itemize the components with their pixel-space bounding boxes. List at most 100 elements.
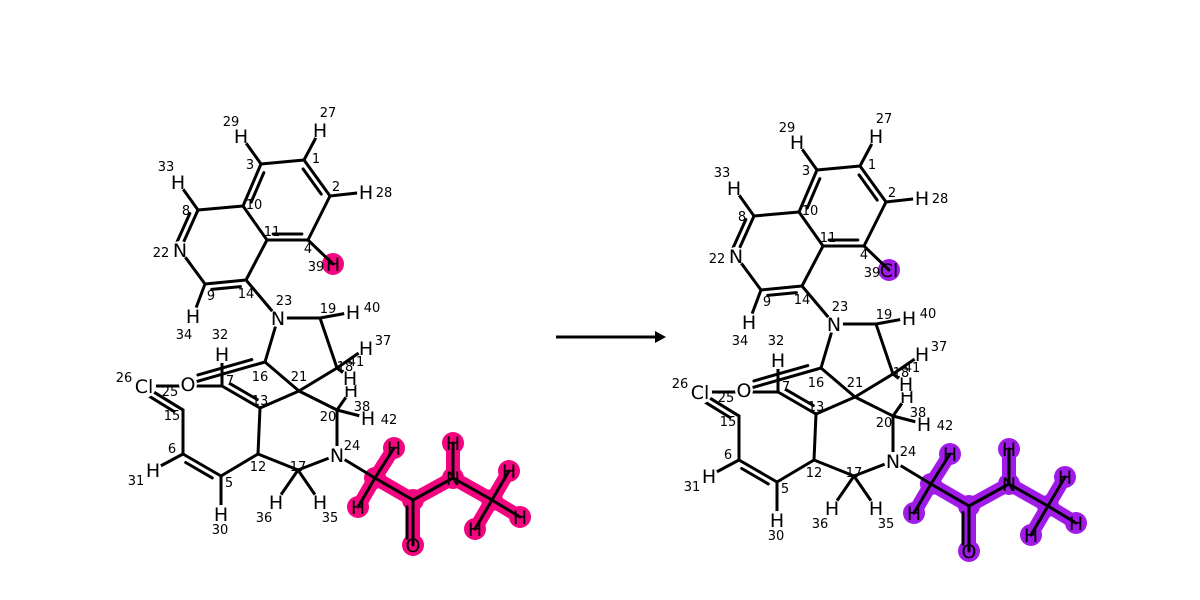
- bond: [862, 244, 891, 272]
- atom-index: 39: [864, 266, 881, 281]
- label-plate: [232, 127, 250, 145]
- bond: [256, 452, 300, 472]
- atom-label-h: H: [346, 302, 360, 324]
- atom-label-o: O: [406, 535, 421, 557]
- atom-label-h: H: [943, 444, 957, 466]
- bond: [490, 469, 511, 502]
- label-plate: [725, 179, 743, 197]
- atom-label-o: O: [181, 374, 196, 396]
- bond: [490, 498, 522, 519]
- atom-index: 16: [252, 370, 269, 385]
- atom-index: 24: [900, 445, 917, 460]
- atom-label-h: H: [1058, 467, 1072, 489]
- atom-label-h: H: [171, 172, 185, 194]
- label-plate: [311, 121, 329, 139]
- bond: [853, 395, 895, 418]
- atom-label-h: H: [790, 132, 804, 154]
- bond-double: [740, 466, 770, 486]
- bond: [776, 390, 818, 416]
- label-plate: [823, 499, 841, 517]
- atom-index: 2: [888, 186, 896, 201]
- atom-label-h: H: [313, 492, 327, 514]
- label-plate: [171, 241, 189, 259]
- atom-index: 32: [212, 328, 229, 343]
- atom-index: 23: [276, 294, 293, 309]
- label-plate: [357, 183, 375, 201]
- atom-label-h: H: [361, 408, 375, 430]
- label-plate: [267, 493, 285, 511]
- label-plate: [311, 493, 329, 511]
- atom-label-h: H: [1069, 513, 1083, 535]
- bond: [752, 210, 801, 218]
- atom-label-h: H: [186, 306, 200, 328]
- atom-index: 20: [876, 416, 893, 431]
- atom-label-h: H: [1024, 525, 1038, 547]
- atom-label-h: H: [313, 120, 327, 142]
- atom-index: 13: [252, 394, 269, 409]
- bond: [912, 482, 933, 515]
- atom-index: 37: [375, 334, 392, 349]
- label-plate: [357, 339, 375, 357]
- bond: [219, 452, 260, 478]
- atom-index: 34: [732, 334, 749, 349]
- bond: [797, 168, 819, 214]
- label-plate: [867, 499, 885, 517]
- bond-double: [701, 399, 732, 420]
- atom-label-h: H: [1002, 439, 1016, 461]
- atom-label-h: H: [727, 178, 741, 200]
- bond-double: [805, 177, 822, 210]
- bond: [853, 372, 895, 399]
- atom-label-n: N: [729, 246, 743, 268]
- atom-index: 12: [250, 460, 267, 475]
- atom-index: 36: [812, 517, 829, 532]
- atom-index: 26: [116, 371, 133, 386]
- bond: [306, 194, 332, 242]
- atom-index: 18: [893, 366, 910, 381]
- atom-index: 10: [802, 204, 819, 219]
- label-plate: [184, 307, 202, 325]
- bond: [259, 158, 306, 166]
- atom-label-cl: Cl: [691, 382, 710, 404]
- bond: [241, 162, 263, 208]
- atom-index: 12: [806, 466, 823, 481]
- bond-double: [229, 382, 259, 402]
- atom-index: 26: [672, 377, 689, 392]
- label-plate: [913, 345, 931, 363]
- atom-index: 24: [344, 439, 361, 454]
- bond: [451, 476, 494, 502]
- label-plate: [727, 247, 745, 265]
- atom-index: 30: [212, 523, 229, 538]
- atom-index: 11: [264, 225, 281, 240]
- atom-label-h: H: [215, 344, 229, 366]
- label-plate: [867, 127, 885, 145]
- atom-index: 42: [937, 419, 954, 434]
- bond: [797, 210, 825, 248]
- atom-index: 15: [720, 415, 737, 430]
- atom-label-h: H: [902, 308, 916, 330]
- bond: [297, 366, 339, 393]
- bond-double: [210, 285, 242, 291]
- atom-label-n: N: [271, 308, 285, 330]
- atom-index: 27: [876, 112, 893, 127]
- bond: [1046, 475, 1067, 508]
- atom-label-h: H: [234, 126, 248, 148]
- atom-label-n: N: [446, 468, 460, 490]
- atom-label-cl: Cl: [880, 260, 899, 282]
- atom-index: 21: [291, 370, 308, 385]
- bond: [220, 384, 262, 410]
- atom-index: 8: [182, 204, 190, 219]
- atom-index: 35: [322, 511, 339, 526]
- bond: [203, 278, 248, 286]
- atom-index: 33: [714, 166, 731, 181]
- atom-index: 1: [312, 152, 320, 167]
- bond: [812, 458, 856, 478]
- bond: [196, 204, 245, 212]
- atom-index: 29: [779, 121, 796, 136]
- atom-index: 9: [763, 295, 771, 310]
- bond: [929, 452, 952, 486]
- atom-index: 4: [860, 248, 868, 263]
- atom-index: 15: [164, 409, 181, 424]
- atom-label-h: H: [343, 368, 357, 390]
- atom-label-h: H: [214, 504, 228, 526]
